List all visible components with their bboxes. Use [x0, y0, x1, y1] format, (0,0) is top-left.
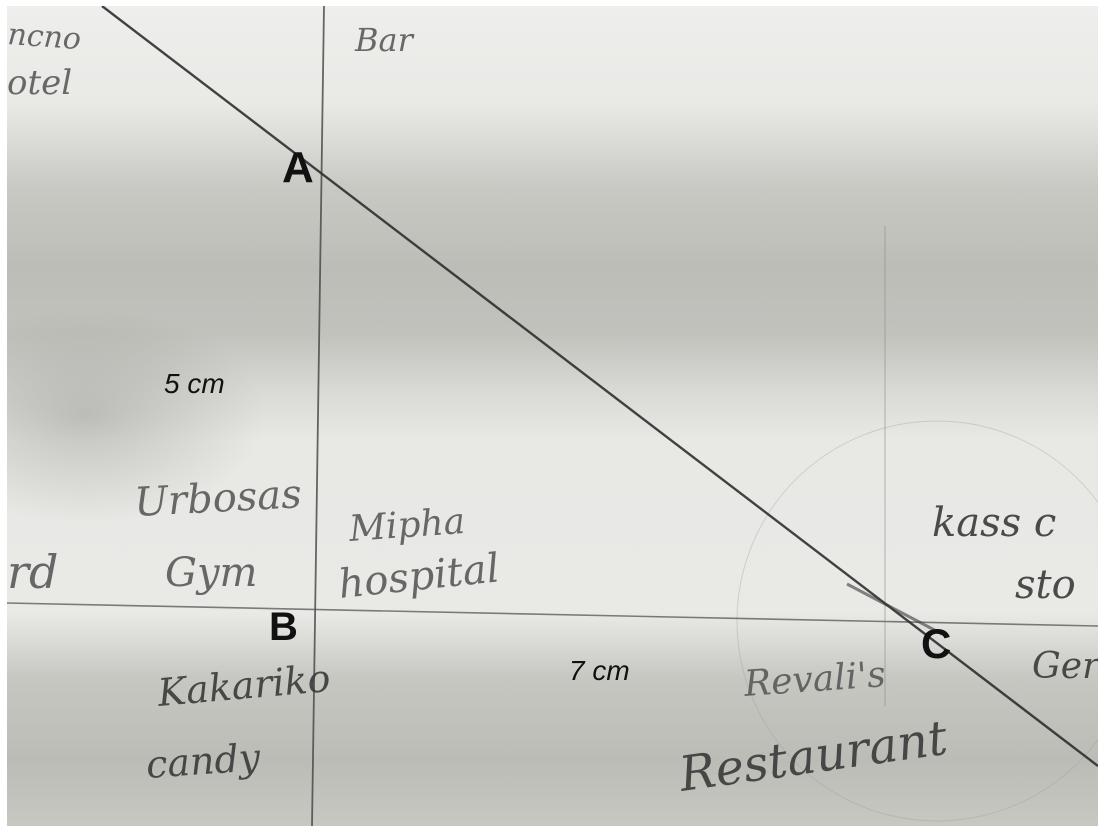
diagonal-line-ac-shadow	[846, 582, 943, 636]
point-label-c: C	[921, 620, 951, 667]
map-drawing: ncno otel Bar Urbosas Gym rd Mipha hospi…	[7, 6, 1098, 826]
paper-shadow	[7, 306, 267, 526]
measurement-vertical: 5 cm	[164, 368, 225, 399]
handwriting-top-left-2: otel	[7, 63, 72, 103]
handwriting-revalis: Revali's	[742, 654, 887, 705]
handwriting-hospital: hospital	[336, 545, 501, 608]
horizontal-street-line	[7, 602, 1098, 627]
measurement-horizontal: 7 cm	[569, 655, 630, 686]
compass-arc	[736, 420, 1098, 822]
handwriting-top-left-1: ncno	[7, 17, 82, 57]
handwriting-urbosas: Urbosas	[133, 471, 303, 526]
handwriting-rd: rd	[7, 545, 58, 599]
handwriting-mipha: Mipha	[347, 501, 467, 550]
paper-photo: ncno otel Bar Urbosas Gym rd Mipha hospi…	[7, 6, 1098, 826]
handwriting-kakariko: Kakariko	[155, 656, 332, 715]
vertical-street-line	[311, 6, 325, 826]
handwriting-bar: Bar	[354, 21, 415, 59]
handwriting-restaurant: Restaurant	[675, 710, 952, 803]
point-label-b: B	[269, 605, 298, 649]
handwriting-gym: Gym	[165, 550, 257, 596]
handwriting-kass: kass c	[932, 500, 1056, 546]
handwriting-sto: sto	[1015, 562, 1076, 608]
diagonal-line-ac	[101, 6, 1098, 767]
handwriting-ger: Ger	[1032, 646, 1098, 687]
point-label-a: A	[282, 143, 314, 192]
handwriting-candy: candy	[145, 735, 263, 787]
